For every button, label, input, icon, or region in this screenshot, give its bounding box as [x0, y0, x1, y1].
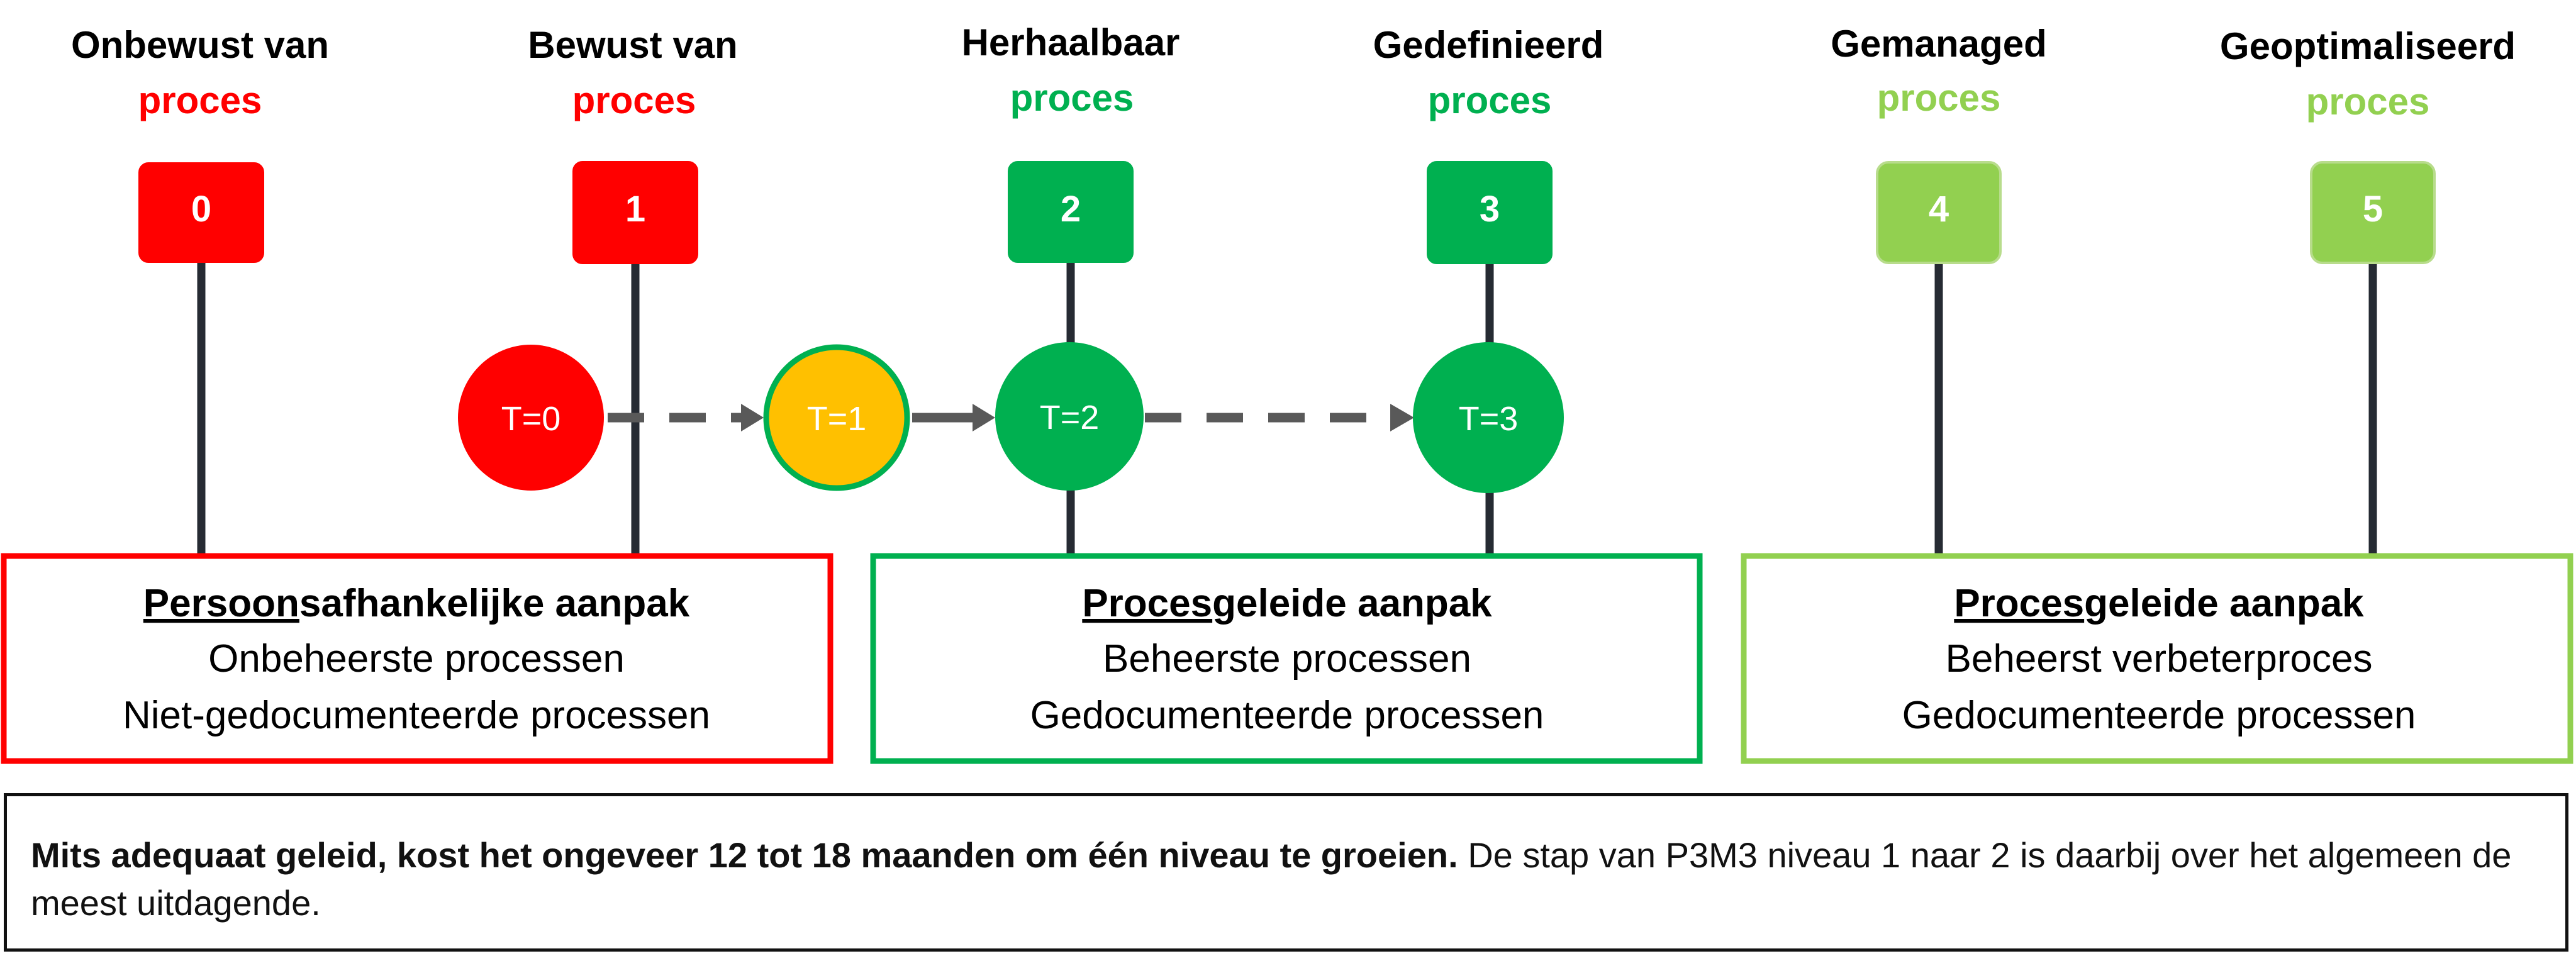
box-heading: Persoonsafhankelijke aanpak	[143, 582, 690, 625]
level-proces-label: proces	[138, 79, 262, 121]
timeline-circle	[1413, 342, 1564, 493]
maturity-diagram: Onbewust van proces 0 Bewust van proces …	[1, 21, 2573, 764]
level-proces-label: proces	[2306, 81, 2430, 123]
timeline-circle	[458, 345, 604, 491]
level-badge	[138, 162, 264, 263]
box-line-2: Gedocumenteerde processen	[1030, 694, 1544, 737]
timeline-label: T=2	[1040, 399, 1100, 436]
timeline-arrows	[608, 404, 1414, 431]
level-badge	[1427, 161, 1553, 264]
box-border	[870, 553, 1703, 764]
level-badge	[1876, 161, 2002, 264]
timeline-circle	[763, 344, 910, 491]
level-title: Gemanaged	[1831, 23, 2046, 65]
box-border	[1, 553, 834, 764]
box-line-1: Onbeheerste processen	[208, 637, 625, 681]
level-title: Geoptimaliseerd	[2220, 25, 2516, 67]
timeline-circle	[995, 342, 1144, 491]
box-line-1: Beheerste processen	[1103, 637, 1471, 681]
approach-box-procesgeleid-2: Procesgeleide aanpak Beheerst verbeterpr…	[1741, 553, 2573, 764]
approach-box-persoonsafhankelijk: Persoonsafhankelijke aanpak Onbeheerste …	[1, 553, 834, 764]
box-line-1: Beheerst verbeterproces	[1946, 637, 2373, 681]
level-proces-label: proces	[1877, 77, 2001, 119]
level-number: 5	[2363, 189, 2383, 230]
level-title: Onbewust van	[71, 24, 329, 66]
level-proces-label: proces	[1010, 77, 1134, 119]
timeline-label: T=3	[1459, 400, 1519, 438]
timeline-t3: T=3	[1413, 342, 1564, 493]
arrowhead	[741, 404, 764, 431]
level-badge	[572, 161, 698, 264]
note-box: Mits adequaat geleid, kost het ongeveer …	[4, 793, 2568, 952]
level-5: Geoptimaliseerd proces 5	[2220, 25, 2516, 556]
level-1: Bewust van proces 1	[528, 24, 738, 556]
level-0: Onbewust van proces 0	[71, 24, 329, 556]
timeline-t2: T=2	[995, 342, 1144, 491]
box-line-2: Gedocumenteerde processen	[1902, 694, 2416, 737]
note-text: De stap van P3M3 niveau 1 naar 2 is daar…	[31, 835, 2512, 923]
approach-box-procesgeleid-1: Procesgeleide aanpak Beheerste processen…	[870, 553, 1703, 764]
timeline-label: T=0	[501, 400, 561, 438]
timeline-label: T=1	[807, 400, 867, 438]
timeline-t0: T=0	[458, 345, 604, 491]
level-badge	[2310, 161, 2436, 264]
box-heading: Procesgeleide aanpak	[1082, 582, 1492, 625]
level-badge	[1008, 161, 1134, 263]
timeline-t1: T=1	[763, 344, 910, 491]
level-title: Bewust van	[528, 24, 737, 66]
level-4: Gemanaged proces 4	[1831, 23, 2047, 556]
box-border	[1741, 553, 2573, 764]
level-title: Gedefinieerd	[1373, 24, 1604, 66]
box-line-2: Niet-gedocumenteerde processen	[123, 694, 710, 737]
level-proces-label: proces	[1428, 79, 1552, 121]
level-number: 3	[1480, 189, 1500, 230]
box-heading: Procesgeleide aanpak	[1954, 582, 2364, 625]
level-title: Herhaalbaar	[962, 21, 1180, 64]
level-number: 0	[191, 189, 211, 230]
level-number: 1	[625, 189, 645, 230]
level-number: 4	[1929, 189, 1949, 230]
level-number: 2	[1061, 189, 1081, 230]
note-bold-text: Mits adequaat geleid, kost het ongeveer …	[31, 835, 1458, 875]
level-proces-label: proces	[572, 79, 696, 121]
arrowhead	[1390, 404, 1414, 431]
arrowhead	[973, 404, 995, 431]
